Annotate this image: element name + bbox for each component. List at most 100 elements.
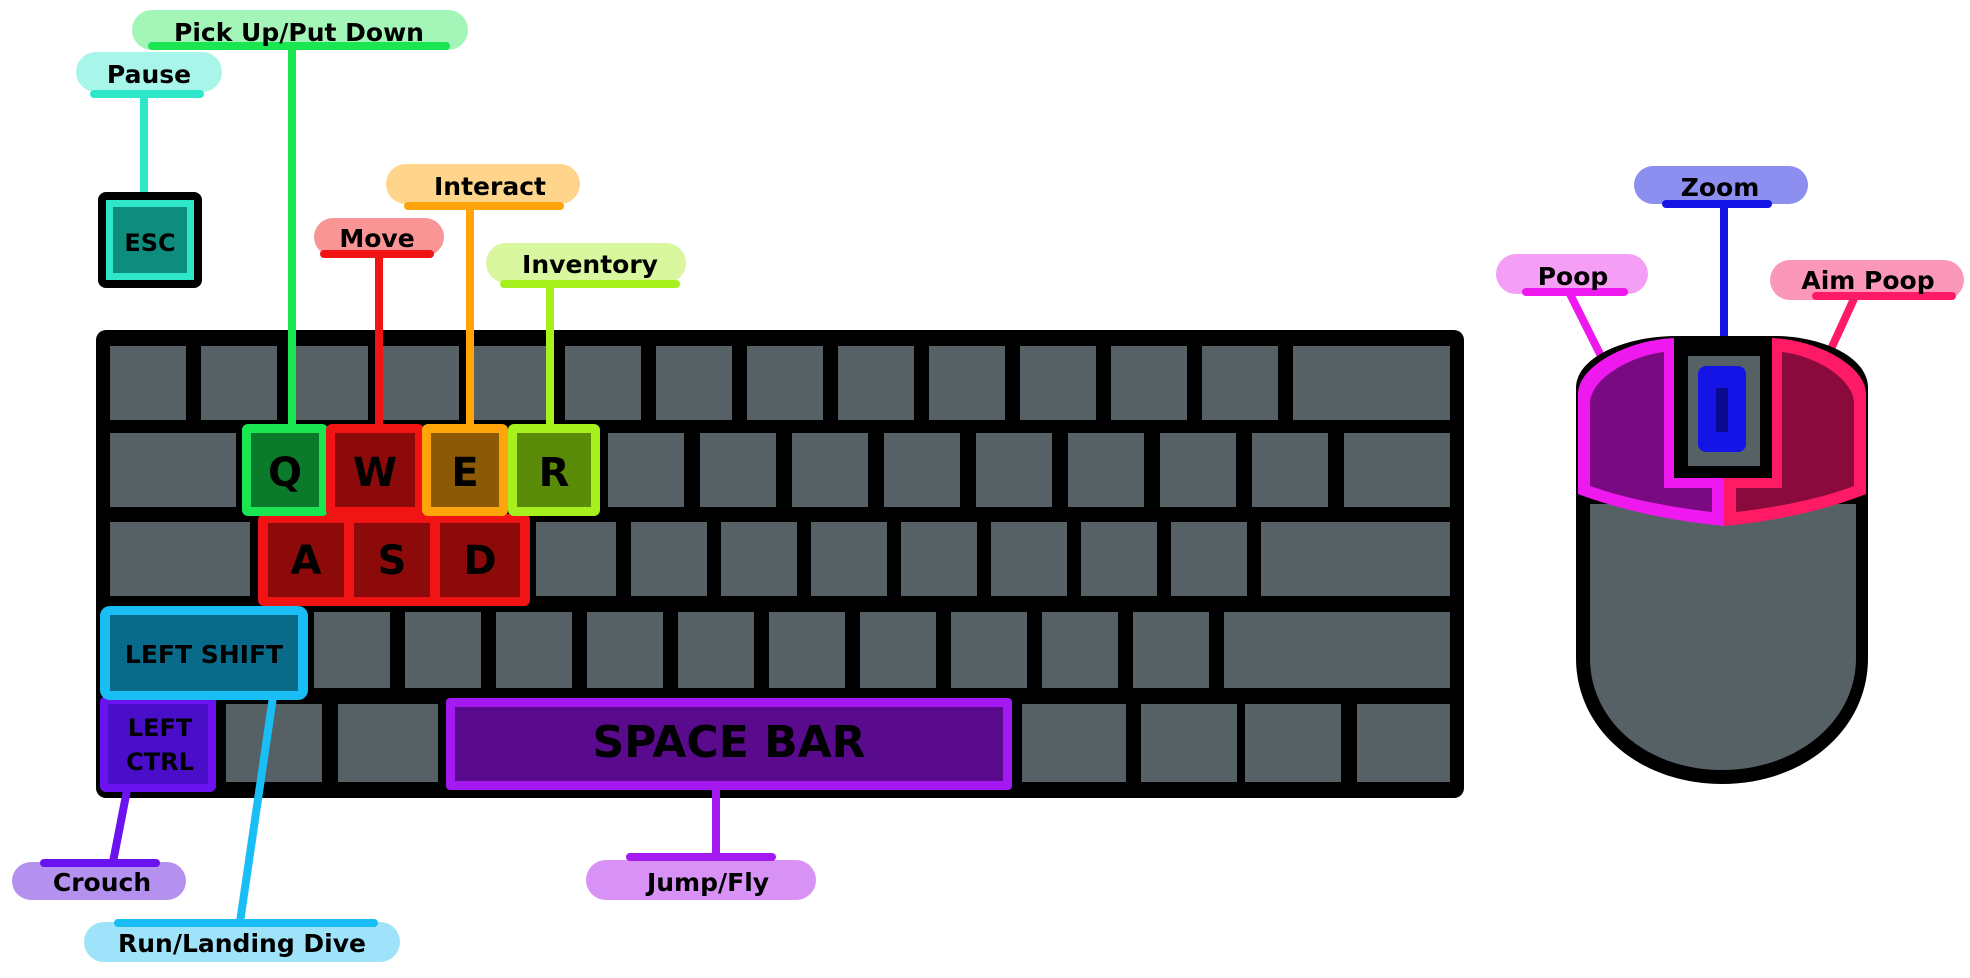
d-key [440, 523, 520, 597]
key [700, 433, 776, 507]
key [536, 522, 616, 596]
key [405, 612, 481, 688]
key [338, 704, 438, 782]
key [1293, 346, 1450, 420]
a-key-label: A [291, 538, 322, 584]
zoom-label: Zoom [1681, 173, 1760, 202]
key [1344, 433, 1450, 507]
aim-poop-label-pill [1770, 260, 1964, 300]
w-key [335, 433, 415, 507]
key-right-shift [1224, 612, 1450, 688]
key [1245, 704, 1341, 782]
key [496, 612, 572, 688]
left-shift-key [110, 615, 298, 691]
pickup-label: Pick Up/Put Down [174, 18, 424, 47]
pause-label: Pause [107, 60, 191, 89]
left-mouse-button [1590, 352, 1712, 512]
key [1133, 612, 1209, 688]
key [1022, 704, 1126, 782]
q-key [251, 433, 319, 507]
key [929, 346, 1005, 420]
key [991, 522, 1067, 596]
pickup-label-pill [132, 10, 468, 50]
r-key-label: R [539, 450, 570, 496]
key [860, 612, 936, 688]
left-ctrl-key-label-line1: LEFT [128, 714, 193, 742]
space-bar-label: SPACE BAR [592, 717, 865, 768]
key [1020, 346, 1096, 420]
key [1042, 612, 1118, 688]
crouch-label-pill [12, 862, 186, 900]
key [383, 346, 459, 420]
left-ctrl-key-label-line2: CTRL [126, 748, 194, 776]
keyboard-row-1 [110, 346, 1450, 420]
s-key-label: S [378, 538, 407, 584]
key [747, 346, 823, 420]
key [721, 522, 797, 596]
esc-key [113, 207, 187, 273]
key [656, 346, 732, 420]
e-key [431, 433, 499, 507]
keyboard-row-4 [314, 612, 1450, 688]
key [792, 433, 868, 507]
aim-poop-label: Aim Poop [1801, 266, 1934, 295]
esc-key-label: ESC [124, 229, 175, 257]
run-label: Run/Landing Dive [118, 929, 366, 958]
left-shift-key-label: LEFT SHIFT [125, 640, 283, 669]
key [110, 346, 186, 420]
space-bar-key [455, 707, 1003, 781]
right-mouse-button [1736, 352, 1854, 512]
move-label: Move [339, 224, 414, 253]
key [201, 346, 277, 420]
keyboard-row-2 [110, 433, 1450, 507]
key [1357, 704, 1450, 782]
w-key-label: W [353, 450, 397, 496]
key [811, 522, 887, 596]
key [1081, 522, 1157, 596]
poop-label: Poop [1538, 262, 1609, 291]
key [608, 433, 684, 507]
move-label-pill [314, 218, 444, 256]
key [565, 346, 641, 420]
key [587, 612, 663, 688]
jump-label-pill [586, 860, 816, 900]
label-pills: Pause Pick Up/Put Down Interact Move Inv… [12, 10, 1964, 962]
key-enter [1261, 522, 1450, 596]
key [951, 612, 1027, 688]
inventory-label-pill [486, 243, 686, 283]
keyboard-row-3 [110, 522, 1450, 596]
left-ctrl-key [108, 704, 208, 784]
key [1202, 346, 1278, 420]
scroll-wheel-groove [1716, 388, 1728, 432]
key [631, 522, 707, 596]
key [1068, 433, 1144, 507]
key [884, 433, 960, 507]
e-key-label: E [451, 450, 478, 496]
key [838, 346, 914, 420]
key [976, 433, 1052, 507]
key [678, 612, 754, 688]
run-label-pill [84, 922, 400, 962]
inventory-label: Inventory [522, 250, 658, 279]
d-key-label: D [463, 538, 496, 584]
mouse [1576, 336, 1868, 784]
run-leader-line [236, 689, 278, 923]
key [901, 522, 977, 596]
crouch-label: Crouch [53, 868, 151, 897]
interact-label: Interact [434, 172, 546, 201]
key-tab [110, 433, 236, 507]
key [1141, 704, 1237, 782]
key [769, 612, 845, 688]
a-key [268, 523, 344, 597]
r-key [517, 433, 591, 507]
zoom-label-pill [1634, 166, 1808, 204]
key [292, 346, 368, 420]
key [1160, 433, 1236, 507]
interact-label-pill [386, 164, 580, 204]
q-key-label: Q [268, 450, 302, 496]
mouse-body [1590, 504, 1856, 770]
key [1171, 522, 1247, 596]
s-key [354, 523, 430, 597]
